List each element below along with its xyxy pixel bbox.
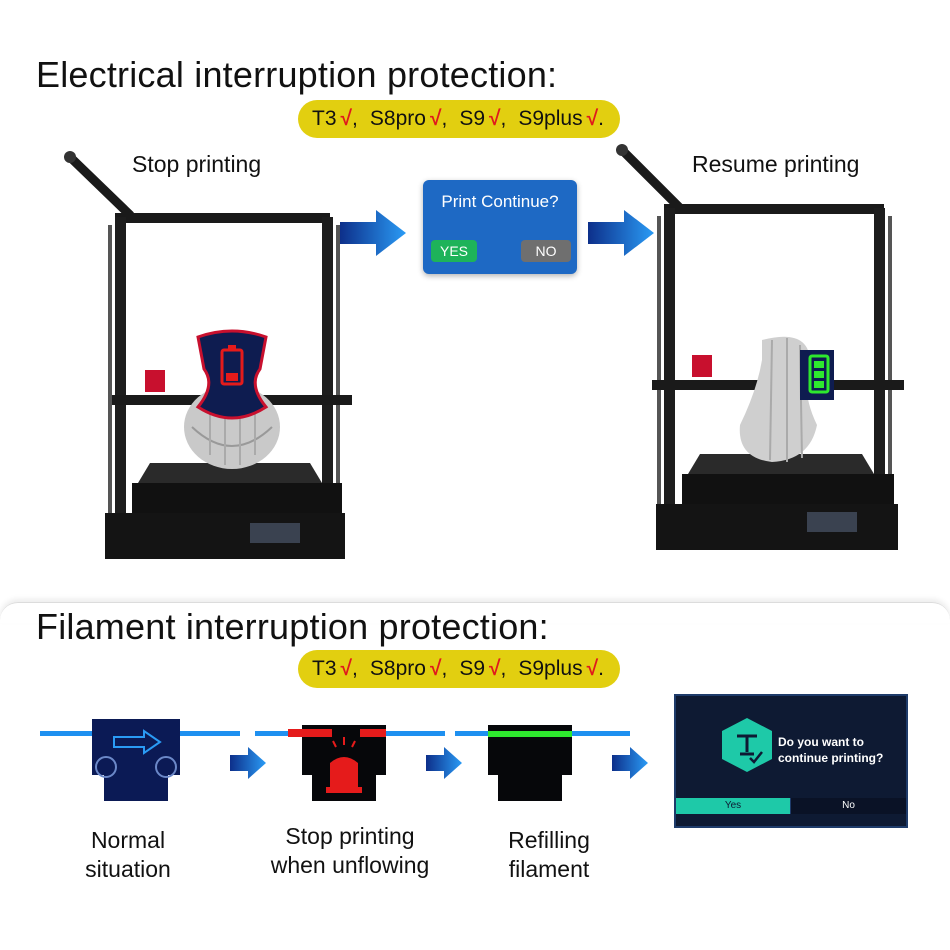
- filament-models-pill: T3√, S8pro√, S9√, S9plus√.: [298, 650, 620, 688]
- section-divider: [0, 602, 950, 623]
- sensor-refilling-block: [488, 725, 572, 801]
- model-s9plus: S9plus√.: [518, 657, 604, 680]
- sensor-stopped-block: [288, 725, 386, 801]
- model-s9: S9√,: [459, 657, 507, 680]
- printer-hex-icon: [722, 718, 772, 772]
- model-s8pro: S8pro√,: [369, 657, 448, 680]
- sensor-normal-block: [92, 719, 180, 801]
- model-t3: T3√,: [312, 657, 358, 680]
- stop-printing-caption: Stop printing: [132, 151, 262, 177]
- filament-title: Filament interruption protection:: [36, 606, 549, 647]
- printer-resumed-image: [616, 144, 904, 550]
- arrow-right-icon: [588, 210, 654, 256]
- model-s9: S9√,: [459, 107, 507, 130]
- screen-yes-button[interactable]: Yes: [676, 798, 790, 814]
- dialog-title: Print Continue?: [441, 192, 559, 211]
- printer-stopped-image: [64, 151, 352, 559]
- electrical-models-pill: T3√, S8pro√, S9√, S9plus√.: [298, 100, 620, 138]
- resume-printing-caption: Resume printing: [692, 151, 860, 177]
- model-t3: T3√,: [312, 107, 358, 130]
- filament-sensor-diagram: [40, 719, 648, 801]
- screen-no-button[interactable]: No: [790, 798, 906, 814]
- print-continue-dialog: Print Continue? YES NO: [423, 180, 577, 274]
- electrical-title: Electrical interruption protection:: [36, 54, 558, 95]
- arrow-right-icon: [340, 210, 406, 256]
- model-s9plus: S9plus√.: [518, 107, 604, 130]
- no-button[interactable]: NO: [521, 240, 571, 262]
- model-s8pro: S8pro√,: [369, 107, 448, 130]
- yes-button[interactable]: YES: [431, 240, 477, 262]
